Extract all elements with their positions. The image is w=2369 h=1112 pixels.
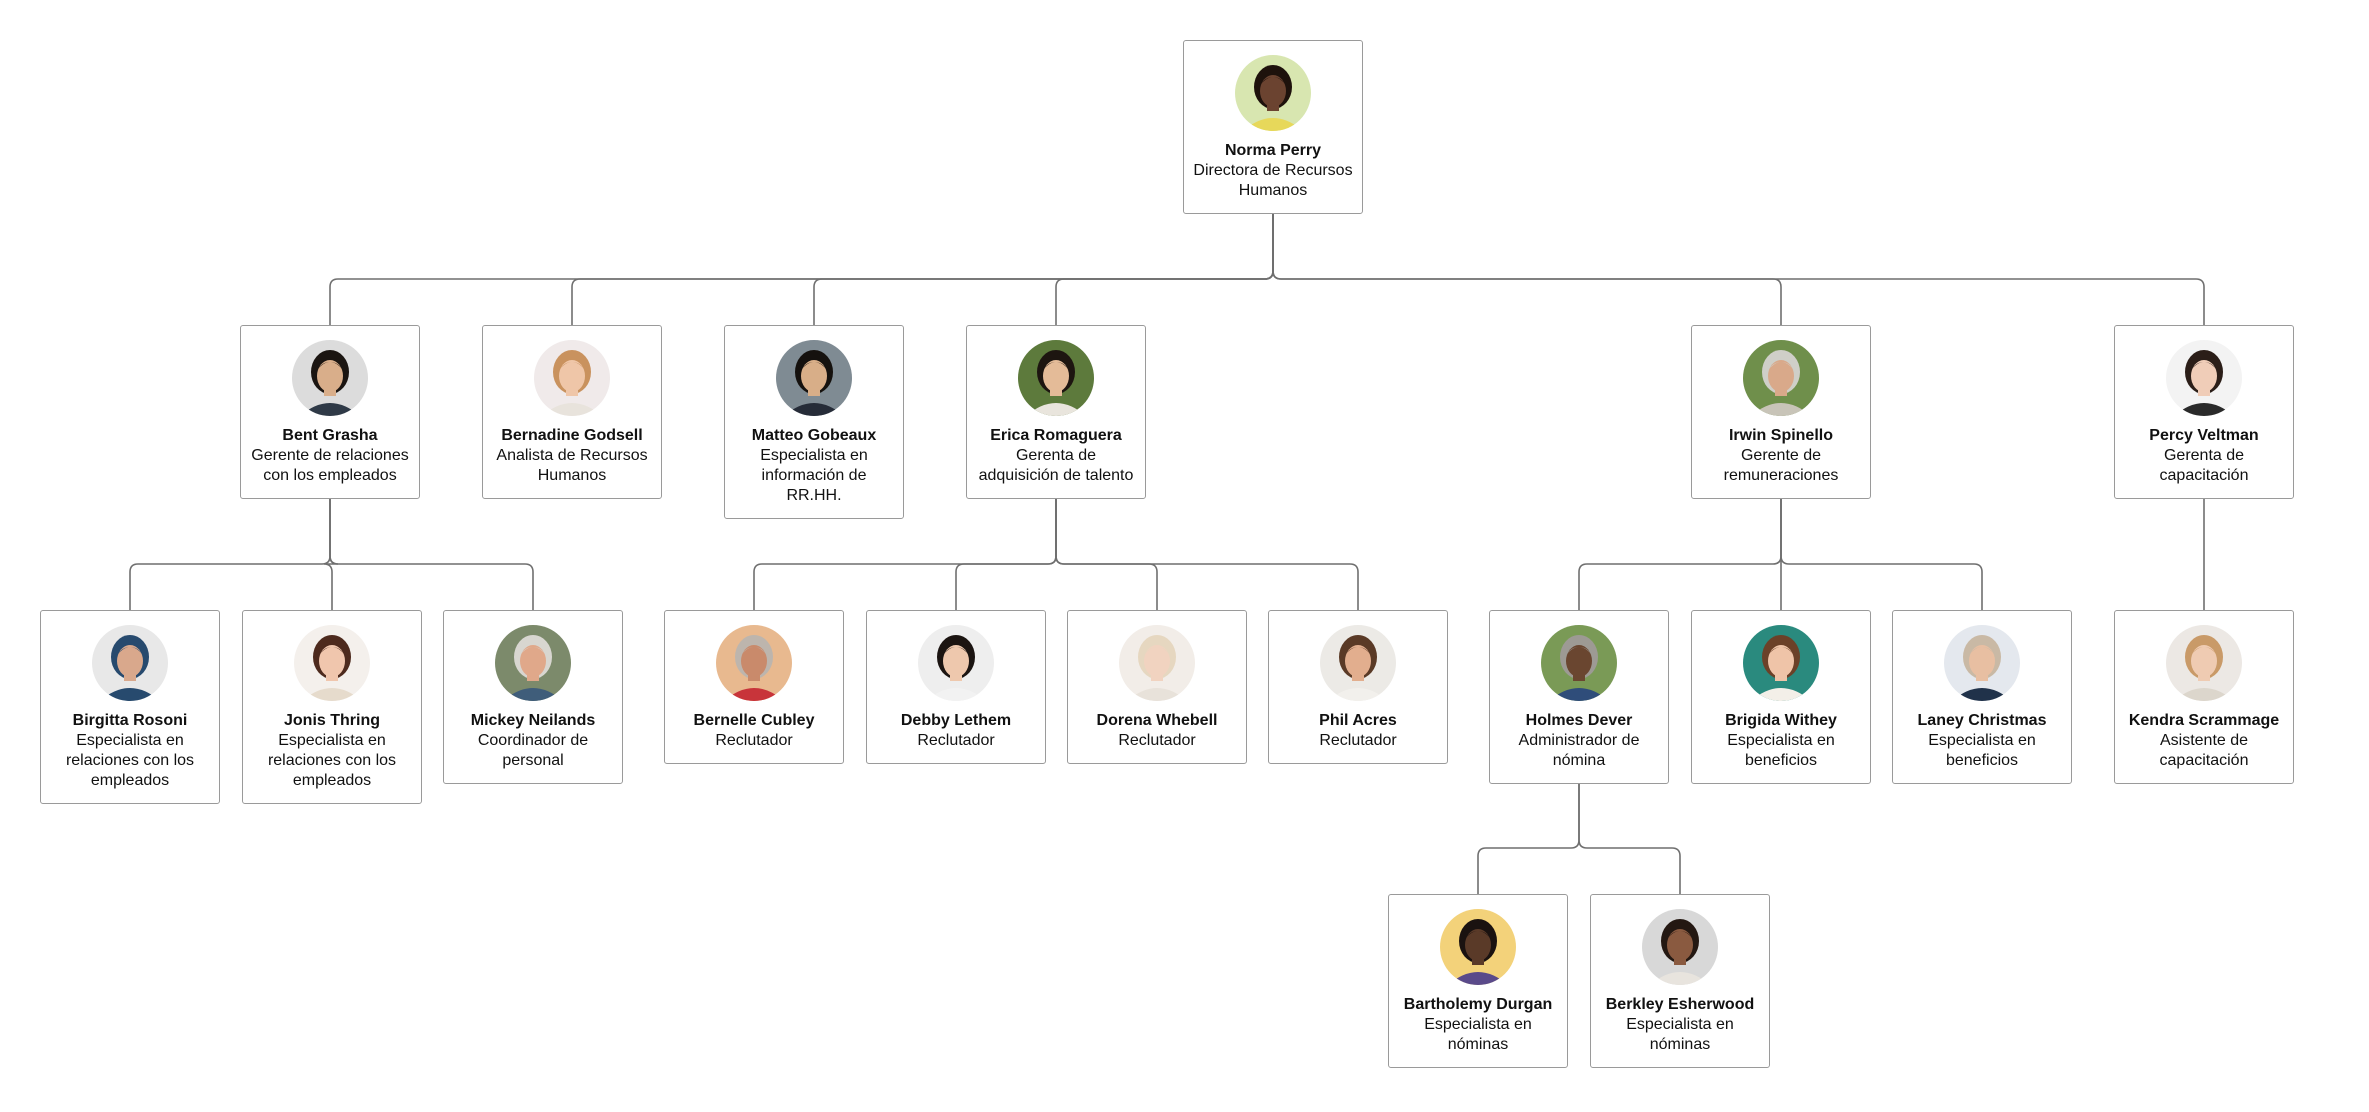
node-name: Bartholemy Durgan [1397, 995, 1559, 1015]
node-name: Matteo Gobeaux [733, 426, 895, 446]
node-title: Gerenta de adquisición de talento [975, 446, 1137, 486]
node-name: Mickey Neilands [452, 711, 614, 731]
woman-dark-hair-avatar [1018, 340, 1094, 416]
node-name: Laney Christmas [1901, 711, 2063, 731]
woman-short-light-hair-avatar [1944, 625, 2020, 701]
node-title: Reclutador [1277, 731, 1439, 751]
node-title: Reclutador [875, 731, 1037, 751]
node-title: Especialista en nóminas [1397, 1015, 1559, 1055]
node-name: Erica Romaguera [975, 426, 1137, 446]
connector-irwin-holmes [1579, 499, 1781, 610]
man-beard-avatar [1320, 625, 1396, 701]
node-title: Especialista en información de RR.HH. [733, 446, 895, 506]
woman-long-dark-hair-avatar [2166, 340, 2242, 416]
node-name: Berkley Esherwood [1599, 995, 1761, 1015]
node-title: Especialista en nóminas [1599, 1015, 1761, 1055]
node-name: Kendra Scrammage [2123, 711, 2285, 731]
node-title: Asistente de capacitación [2123, 731, 2285, 771]
node-name: Norma Perry [1192, 141, 1354, 161]
connector-erica-debby [956, 499, 1056, 610]
node-name: Jonis Thring [251, 711, 413, 731]
node-title: Gerenta de capacitación [2123, 446, 2285, 486]
connector-norma-matteo [814, 214, 1273, 325]
woman-gray-hair-avatar [716, 625, 792, 701]
node-title: Especialista en beneficios [1700, 731, 1862, 771]
node-name: Irwin Spinello [1700, 426, 1862, 446]
connector-holmes-bartholemy [1478, 784, 1579, 894]
node-name: Bernelle Cubley [673, 711, 835, 731]
node-title: Especialista en beneficios [1901, 731, 2063, 771]
node-title: Gerente de remuneraciones [1700, 446, 1862, 486]
node-title: Administrador de nómina [1498, 731, 1660, 771]
connector-bent-jonis [324, 499, 338, 610]
connector-norma-erica [1056, 214, 1273, 325]
node-title: Especialista en relaciones con los emple… [49, 731, 211, 791]
node-title: Directora de Recursos Humanos [1192, 161, 1354, 201]
woman-curly-hair-avatar [1235, 55, 1311, 131]
node-title: Coordinador de personal [452, 731, 614, 771]
node-name: Debby Lethem [875, 711, 1037, 731]
node-name: Bernadine Godsell [491, 426, 653, 446]
connector-norma-bernadine [572, 214, 1273, 325]
node-title: Especialista en relaciones con los emple… [251, 731, 413, 791]
connector-bent-mickey [330, 499, 533, 610]
woman-teal-bg-avatar [1743, 625, 1819, 701]
connector-norma-bent [330, 214, 1273, 325]
node-name: Bent Grasha [249, 426, 411, 446]
woman-blonde-long-hair-avatar [2166, 625, 2242, 701]
node-name: Holmes Dever [1498, 711, 1660, 731]
woman-short-dark-hair-avatar [918, 625, 994, 701]
woman-brown-hair-avatar [294, 625, 370, 701]
man-dark-hair-avatar [292, 340, 368, 416]
node-title: Gerente de relaciones con los empleados [249, 446, 411, 486]
connector-irwin-laney [1781, 499, 1982, 610]
man-smiling-avatar [1440, 909, 1516, 985]
woman-hijab-avatar [92, 625, 168, 701]
connector-holmes-berkley [1579, 784, 1680, 894]
connector-norma-percy [1273, 214, 2204, 325]
node-name: Phil Acres [1277, 711, 1439, 731]
man-beard-glasses-avatar [1541, 625, 1617, 701]
woman-curly-afro-avatar [1642, 909, 1718, 985]
man-white-hair-avatar [495, 625, 571, 701]
node-title: Analista de Recursos Humanos [491, 446, 653, 486]
connector-erica-dorena [1056, 499, 1157, 610]
woman-light-hair-avatar [1119, 625, 1195, 701]
connector-norma-irwin [1273, 214, 1781, 325]
connector-bent-birgitta [130, 499, 330, 610]
man-suit-avatar [776, 340, 852, 416]
node-title: Reclutador [673, 731, 835, 751]
node-name: Dorena Whebell [1076, 711, 1238, 731]
man-gray-hair-avatar [1743, 340, 1819, 416]
node-name: Birgitta Rosoni [49, 711, 211, 731]
connector-erica-phil [1056, 499, 1358, 610]
node-title: Reclutador [1076, 731, 1238, 751]
woman-blonde-hair-avatar [534, 340, 610, 416]
node-name: Percy Veltman [2123, 426, 2285, 446]
node-name: Brigida Withey [1700, 711, 1862, 731]
